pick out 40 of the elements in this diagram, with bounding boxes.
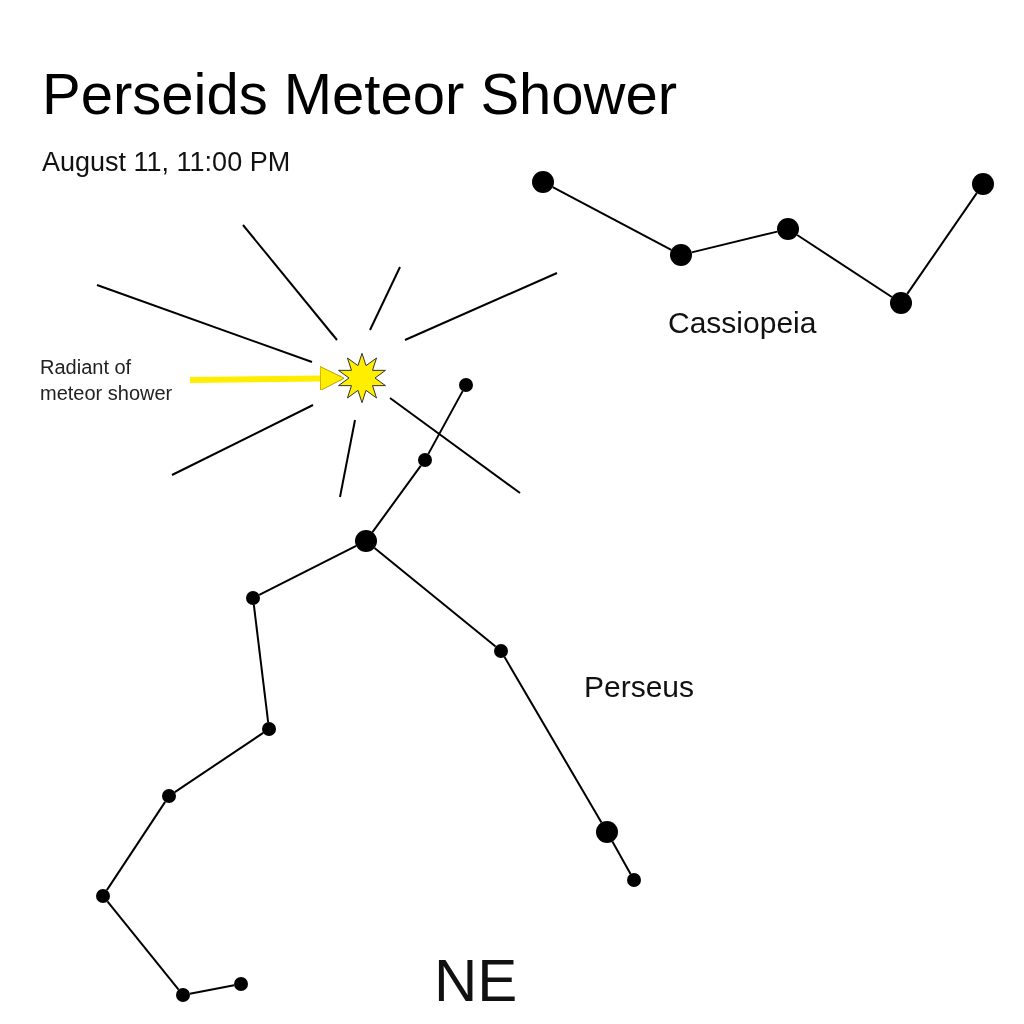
star-dot bbox=[890, 292, 912, 314]
constellation-line bbox=[906, 192, 978, 295]
constellation-line bbox=[690, 230, 779, 254]
star-dot bbox=[532, 171, 554, 193]
star-dot bbox=[670, 244, 692, 266]
pointer-arrow bbox=[189, 366, 345, 391]
star-dot bbox=[96, 889, 110, 903]
constellation-line bbox=[427, 390, 464, 455]
constellation-line bbox=[258, 544, 358, 596]
constellation-line bbox=[611, 840, 632, 875]
star-dot bbox=[596, 821, 618, 843]
constellation-line bbox=[252, 603, 270, 724]
constellation-label: NE bbox=[434, 946, 518, 1015]
star-dot bbox=[418, 453, 432, 467]
constellation-line bbox=[373, 546, 497, 648]
constellation-line bbox=[371, 464, 422, 534]
constellation-line bbox=[106, 900, 180, 991]
constellation-line bbox=[173, 731, 265, 794]
subtitle: August 11, 11:00 PM bbox=[42, 147, 291, 179]
star-dot bbox=[972, 173, 994, 195]
callout-text: Radiant of meteor shower bbox=[40, 354, 190, 406]
title: Perseids Meteor Shower bbox=[42, 62, 678, 126]
constellation-label: Cassiopeia bbox=[668, 306, 817, 341]
constellation-label: Perseus bbox=[584, 670, 695, 705]
star-dot bbox=[494, 644, 508, 658]
constellation-line bbox=[105, 800, 167, 892]
star-dot bbox=[176, 988, 190, 1002]
constellation-line bbox=[503, 656, 603, 824]
constellation-line bbox=[188, 984, 236, 995]
star-dot bbox=[355, 530, 377, 552]
star-dot bbox=[234, 977, 248, 991]
radiant-burst-icon bbox=[336, 352, 388, 404]
star-dot bbox=[262, 722, 276, 736]
constellation-line bbox=[551, 186, 673, 251]
constellation-line bbox=[796, 234, 893, 298]
star-dot bbox=[777, 218, 799, 240]
star-dot bbox=[459, 378, 473, 392]
star-dot bbox=[246, 591, 260, 605]
star-dot bbox=[627, 873, 641, 887]
star-dot bbox=[162, 789, 176, 803]
